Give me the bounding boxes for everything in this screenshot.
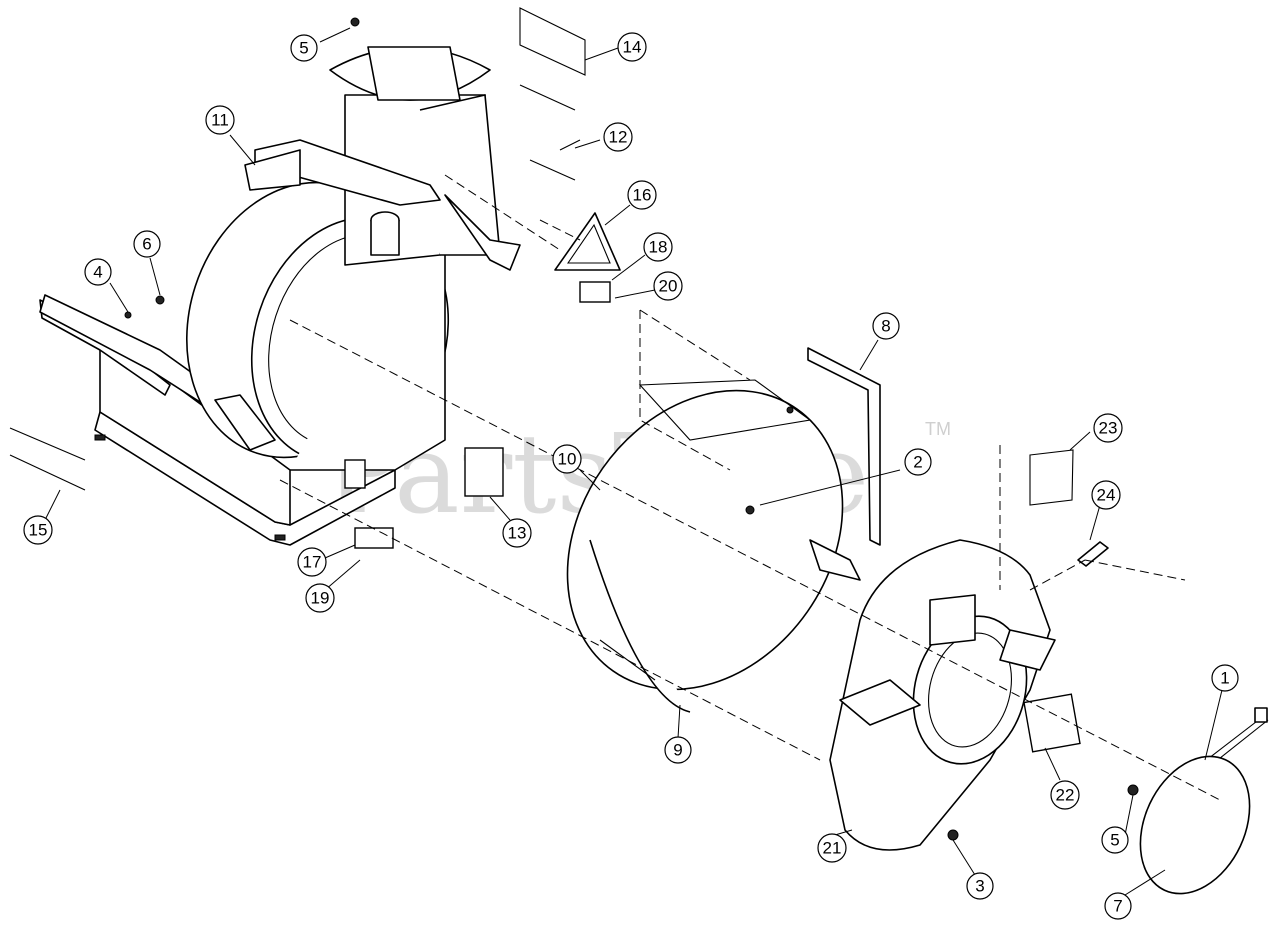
callout-10: 10 [552,444,582,474]
callout-21-label: 21 [823,839,842,858]
flap-assembly [947,707,1269,895]
callout-7: 7 [1104,892,1132,920]
fan-band [566,379,861,713]
callout-22-label: 22 [1056,786,1075,805]
callout-24: 24 [1091,480,1121,510]
callout-11-label: 11 [211,111,229,130]
callout-9: 9 [664,736,692,764]
plate-8 [807,347,881,546]
callout-3-label: 3 [975,877,984,896]
callout-7-label: 7 [1113,897,1122,916]
callouts: 1 2 3 4 5 6 7 8 9 10 11 12 13 14 15 16 1… [23,27,1239,920]
callout-20-label: 20 [659,277,678,296]
callout-5-top: 5 [290,34,318,62]
assembly-lines [9,84,1221,801]
callout-12: 12 [603,122,633,152]
callout-14: 14 [617,32,647,62]
callout-21: 21 [817,833,847,863]
blower-housing [39,17,521,549]
callout-17-label: 17 [303,553,322,572]
cover-plate [829,539,1056,851]
callout-19: 19 [305,583,335,613]
callout-16: 16 [627,180,657,210]
callout-17: 17 [297,547,327,577]
callout-19-label: 19 [311,589,330,608]
callout-5-top-label: 5 [299,39,308,58]
callout-3: 3 [966,872,994,900]
callout-2-label: 2 [913,453,922,472]
callout-22: 22 [1050,780,1080,810]
callout-23-label: 23 [1099,419,1118,438]
callout-6: 6 [133,230,161,258]
callout-20: 20 [653,271,683,301]
callout-13: 13 [502,518,532,548]
callout-5-bottom-label: 5 [1110,831,1119,850]
callout-24-label: 24 [1097,486,1116,505]
callout-2: 2 [904,448,932,476]
callout-14-label: 14 [623,38,642,57]
callout-23: 23 [1093,413,1123,443]
callout-4: 4 [84,258,112,286]
callout-12-label: 12 [609,128,628,147]
callout-18-label: 18 [649,238,668,257]
callout-6-label: 6 [142,235,151,254]
callout-1: 1 [1211,664,1239,692]
watermark-trademark: TM [925,419,951,439]
callout-11: 11 [205,105,235,135]
callout-18: 18 [643,232,673,262]
callout-1-label: 1 [1220,669,1229,688]
callout-4-label: 4 [93,263,102,282]
callout-16-label: 16 [633,186,652,205]
callout-8: 8 [872,312,900,340]
callout-9-label: 9 [673,741,682,760]
callout-10-label: 10 [558,450,577,469]
callout-8-label: 8 [881,317,890,336]
decals-lower [999,445,1081,753]
pin-24 [1077,541,1109,567]
decals-upper [519,7,621,303]
callout-15: 15 [23,515,53,545]
callout-13-label: 13 [508,524,527,543]
callout-5-bottom: 5 [1101,826,1129,854]
callout-15-label: 15 [29,521,48,540]
